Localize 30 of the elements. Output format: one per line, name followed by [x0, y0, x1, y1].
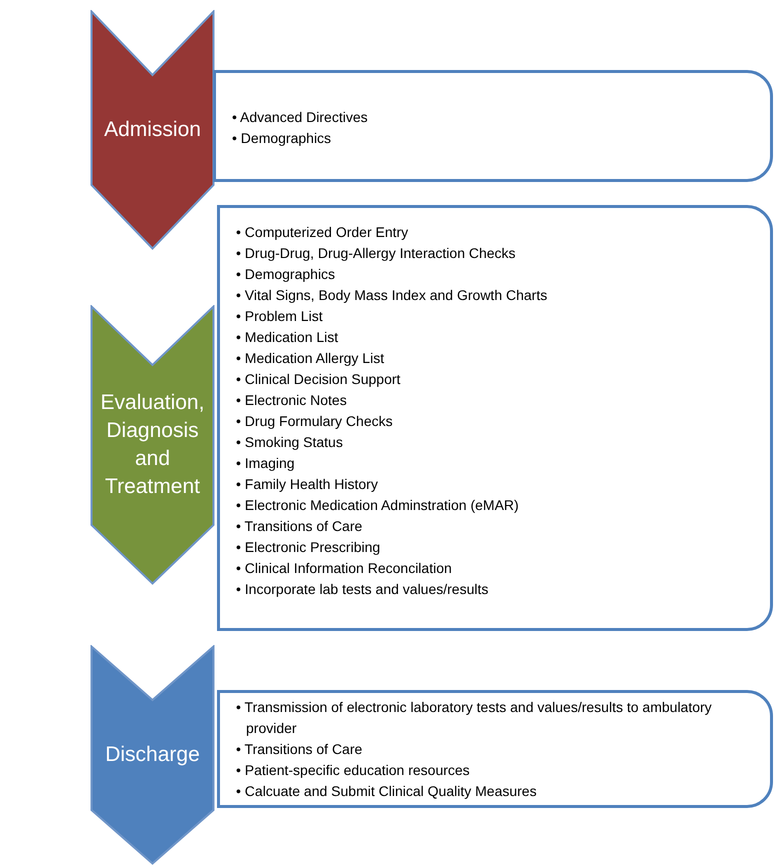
- list-item: • Clinical Information Reconcilation: [236, 559, 453, 578]
- list-item: • Vital Signs, Body Mass Index and Growth Charts: [236, 286, 548, 305]
- list-panel: [217, 205, 773, 631]
- list-item: • Demographics: [236, 265, 336, 284]
- list-item: • Transmission of electronic laboratory tests and values/results to ambulatory provider: [236, 698, 713, 738]
- stage-label: Evaluation, Diagnosis and Treatment: [100, 390, 206, 500]
- list-item: • Electronic Notes: [236, 391, 348, 410]
- list-item: • Family Health History: [236, 475, 379, 494]
- list-item: • Clinical Decision Support: [236, 370, 402, 389]
- list-item: • Advanced Directives: [232, 108, 369, 127]
- list-item: • Drug-Drug, Drug-Allergy Interaction Checks: [236, 244, 517, 263]
- list-panel: [213, 70, 773, 182]
- list-item: • Transitions of Care: [236, 740, 364, 759]
- list-item: • Calcuate and Submit Clinical Quality Measures: [236, 782, 538, 801]
- list-item: • Medication List: [236, 328, 340, 347]
- list-item: • Problem List: [236, 307, 324, 326]
- list-item: • Electronic Prescribing: [236, 538, 382, 557]
- list-item: • Transitions of Care: [236, 517, 364, 536]
- list-item: • Medication Allergy List: [236, 349, 386, 368]
- stage-label: Admission: [103, 117, 202, 143]
- list-item: • Electronic Medication Adminstration (eMAR): [236, 496, 520, 515]
- list-item: • Drug Formulary Checks: [236, 412, 394, 431]
- stage-label: Discharge: [104, 742, 201, 768]
- list-panel: [217, 690, 773, 808]
- list-item: • Incorporate lab tests and values/results: [236, 580, 490, 599]
- list-item: • Patient-specific education resources: [236, 761, 471, 780]
- list-item: • Smoking Status: [236, 433, 344, 452]
- list-item: • Computerized Order Entry: [236, 223, 410, 242]
- list-item: • Imaging: [236, 454, 296, 473]
- list-item: • Demographics: [232, 129, 332, 148]
